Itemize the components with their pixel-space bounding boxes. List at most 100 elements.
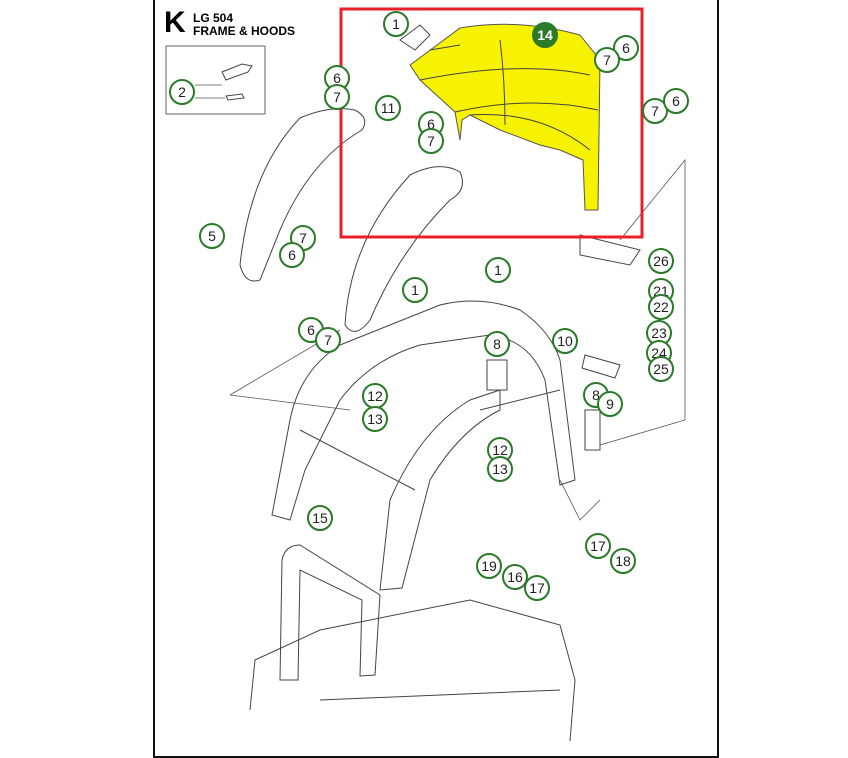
inset-box — [165, 45, 266, 115]
diagram-title: FRAME & HOODS — [193, 24, 295, 38]
callout-circle — [610, 548, 636, 574]
callout-circle — [648, 356, 674, 382]
callout-label: 1 — [392, 16, 400, 32]
base-frame — [249, 599, 576, 741]
highlight-box — [339, 7, 644, 239]
callout-part-7[interactable]: 7 — [642, 98, 668, 124]
callout-label: 19 — [481, 558, 497, 574]
bumper-part-15 — [279, 544, 381, 681]
callout-label: 9 — [606, 396, 614, 412]
callout-part-22[interactable]: 22 — [648, 294, 674, 320]
callout-circle — [402, 277, 428, 303]
callout-circle — [613, 35, 639, 61]
callout-part-8[interactable]: 8 — [484, 331, 510, 357]
callout-part-15[interactable]: 15 — [307, 505, 333, 531]
callout-label: 12 — [492, 442, 508, 458]
callout-circle — [532, 22, 558, 48]
callout-circle — [642, 98, 668, 124]
callout-label: 2 — [178, 84, 186, 100]
callout-circle — [307, 505, 333, 531]
callout-part-18[interactable]: 18 — [610, 548, 636, 574]
callout-label: 13 — [367, 411, 383, 427]
bracket-parts — [486, 234, 641, 451]
callout-part-11[interactable]: 11 — [375, 95, 401, 121]
callout-label: 5 — [208, 228, 216, 244]
callout-circle — [199, 223, 225, 249]
callout-label: 7 — [324, 332, 332, 348]
callout-label: 17 — [590, 538, 606, 554]
callout-circle — [279, 242, 305, 268]
section-letter: K — [164, 6, 186, 39]
callout-part-12[interactable]: 12 — [362, 383, 388, 409]
callout-part-6[interactable]: 6 — [324, 65, 350, 91]
callout-part-17[interactable]: 17 — [585, 533, 611, 559]
callout-circle — [484, 331, 510, 357]
callout-part-26[interactable]: 26 — [648, 248, 674, 274]
callout-label: 6 — [333, 70, 341, 86]
callout-part-7[interactable]: 7 — [418, 128, 444, 154]
callout-label: 17 — [529, 580, 545, 596]
callout-circle — [362, 406, 388, 432]
callout-circle — [552, 328, 578, 354]
callout-part-7[interactable]: 7 — [594, 47, 620, 73]
callout-circle — [375, 95, 401, 121]
callout-part-1[interactable]: 1 — [485, 257, 511, 283]
callout-part-1[interactable]: 1 — [402, 277, 428, 303]
callout-label: 7 — [333, 89, 341, 105]
callout-circle — [169, 79, 195, 105]
callout-label: 10 — [557, 333, 573, 349]
callout-part-23[interactable]: 23 — [646, 320, 672, 346]
callout-part-6[interactable]: 6 — [613, 35, 639, 61]
callout-circle — [476, 553, 502, 579]
callout-label: 22 — [653, 299, 669, 315]
callout-label: 13 — [492, 461, 508, 477]
callout-label: 6 — [622, 40, 630, 56]
callout-label: 25 — [653, 361, 669, 377]
callout-label: 8 — [592, 387, 600, 403]
callout-label: 16 — [507, 569, 523, 585]
callout-label: 7 — [651, 103, 659, 119]
fender-part-5 — [239, 108, 366, 282]
latch-part — [221, 63, 253, 101]
callout-part-17[interactable]: 17 — [524, 575, 550, 601]
callout-label: 6 — [288, 247, 296, 263]
callout-part-5[interactable]: 5 — [199, 223, 225, 249]
fender-part — [344, 166, 463, 332]
callout-part-9[interactable]: 9 — [597, 391, 623, 417]
callout-label: 15 — [312, 510, 328, 526]
callout-part-25[interactable]: 25 — [648, 356, 674, 382]
callout-part-1[interactable]: 1 — [383, 11, 409, 37]
callout-part-16[interactable]: 16 — [502, 564, 528, 590]
callout-label: 12 — [367, 388, 383, 404]
callout-label: 6 — [307, 322, 315, 338]
callout-part-6[interactable]: 6 — [279, 242, 305, 268]
callout-part-2[interactable]: 2 — [169, 79, 195, 105]
callout-part-14[interactable]: 14 — [532, 22, 558, 48]
callout-label: 7 — [427, 133, 435, 149]
callout-part-6[interactable]: 6 — [663, 88, 689, 114]
callout-circle — [487, 456, 513, 482]
callout-label: 6 — [427, 116, 435, 132]
callout-circle — [594, 47, 620, 73]
callout-part-19[interactable]: 19 — [476, 553, 502, 579]
callout-circle — [315, 327, 341, 353]
callout-part-7[interactable]: 7 — [315, 327, 341, 353]
callout-label: 23 — [651, 325, 667, 341]
callout-part-13[interactable]: 13 — [362, 406, 388, 432]
callout-circle — [324, 84, 350, 110]
callout-label: 1 — [411, 282, 419, 298]
callout-part-10[interactable]: 10 — [552, 328, 578, 354]
callout-circle — [648, 248, 674, 274]
callout-label: 6 — [672, 93, 680, 109]
callout-label: 26 — [653, 253, 669, 269]
callout-circle — [418, 128, 444, 154]
callout-part-7[interactable]: 7 — [324, 84, 350, 110]
callout-circle — [585, 533, 611, 559]
callout-label: 8 — [493, 336, 501, 352]
callout-part-13[interactable]: 13 — [487, 456, 513, 482]
callout-circle — [383, 11, 409, 37]
callout-label: 18 — [615, 553, 631, 569]
callout-circle — [648, 294, 674, 320]
callout-label: 11 — [381, 100, 396, 116]
